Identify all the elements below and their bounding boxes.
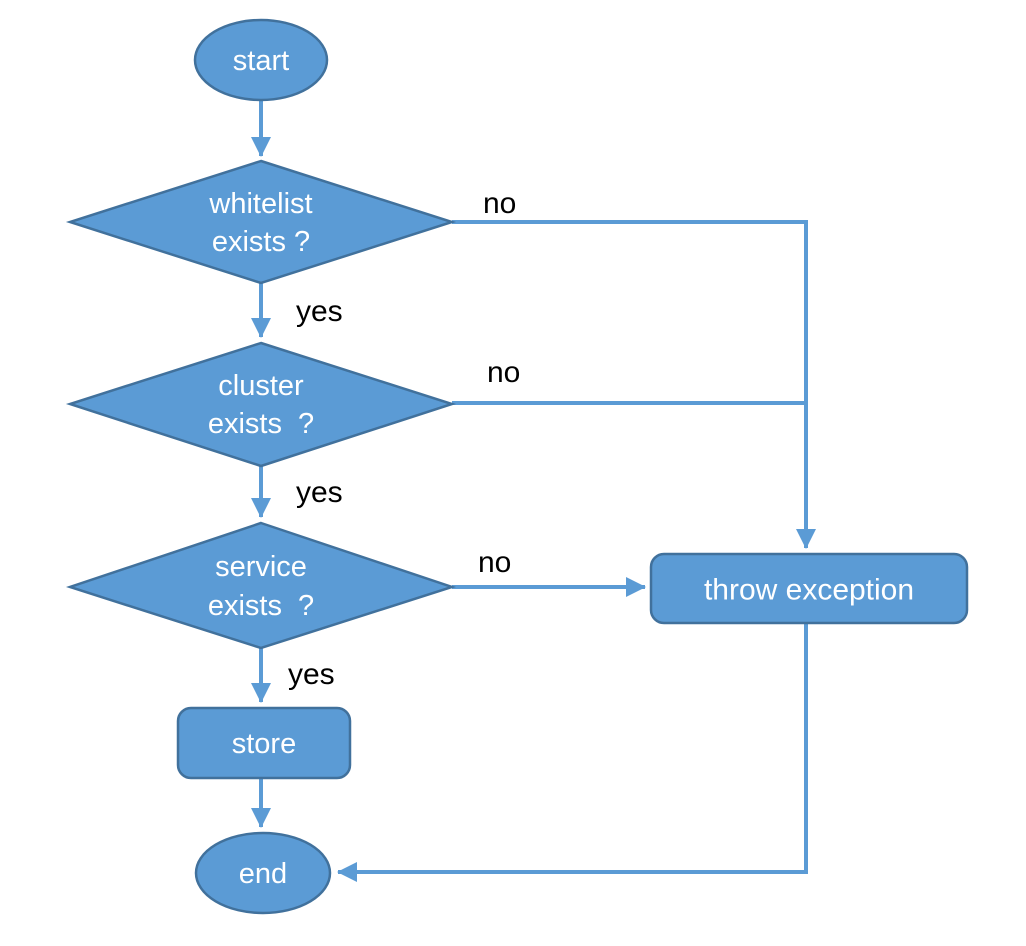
start-label: start xyxy=(233,45,289,77)
cluster-label-line1: cluster xyxy=(218,370,304,402)
edge-label-cluster-no: no xyxy=(487,356,520,389)
cluster-label-line2: exists ? xyxy=(208,408,314,440)
service-label-line2: exists ? xyxy=(208,590,314,622)
start-ellipse-shape xyxy=(193,18,329,102)
edge-throw-to-end xyxy=(337,623,808,882)
service-diamond-shape xyxy=(65,521,457,650)
edge-label-whitelist-no: no xyxy=(483,187,516,220)
node-store: store xyxy=(176,706,352,780)
edge-label-service-yes: yes xyxy=(288,658,335,691)
store-label: store xyxy=(232,728,296,760)
store-rect-shape xyxy=(176,706,352,780)
whitelist-diamond-shape xyxy=(65,159,457,285)
node-service-exists: service exists ? xyxy=(65,521,457,650)
throw-exception-label: throw exception xyxy=(704,574,914,607)
whitelist-label-line1: whitelist xyxy=(208,188,312,220)
whitelist-label-line2: exists ? xyxy=(212,226,310,258)
node-whitelist-exists: whitelist exists ? xyxy=(65,159,457,285)
node-cluster-exists: cluster exists ? xyxy=(65,341,457,468)
node-end: end xyxy=(194,831,332,915)
node-start: start xyxy=(193,18,329,102)
node-throw-exception: throw exception xyxy=(649,552,969,625)
throw-exception-rect-shape xyxy=(649,552,969,625)
edge-label-cluster-yes: yes xyxy=(296,476,343,509)
edge-whitelist-no-to-throw xyxy=(452,220,816,549)
end-ellipse-shape xyxy=(194,831,332,915)
cluster-diamond-shape xyxy=(65,341,457,468)
end-label: end xyxy=(239,858,287,890)
edge-label-whitelist-yes: yes xyxy=(296,295,343,328)
service-label-line1: service xyxy=(215,551,307,583)
edge-label-service-no: no xyxy=(478,546,511,579)
